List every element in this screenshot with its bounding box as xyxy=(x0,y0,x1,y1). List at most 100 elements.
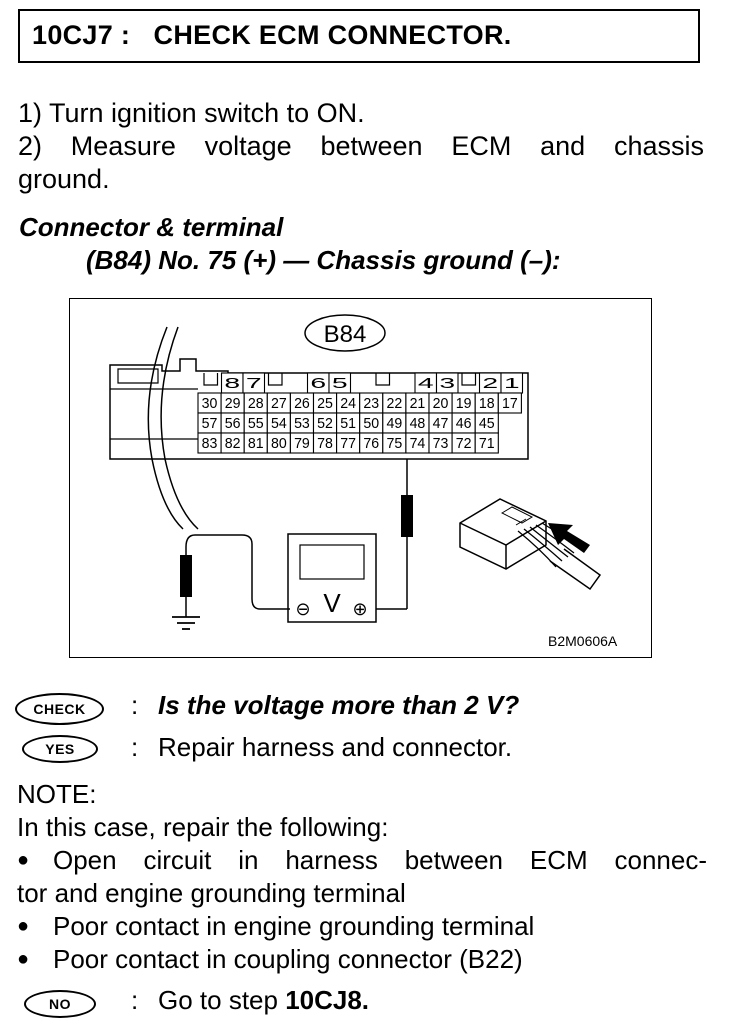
no-colon: : xyxy=(131,985,139,1015)
terminal-75-label: 75 xyxy=(386,435,402,452)
terminal-47-label: 47 xyxy=(433,415,449,432)
step-1: 1) Turn ignition switch to ON. xyxy=(18,98,365,128)
note-section: NOTE: In this case, repair the following… xyxy=(17,778,707,976)
yes-badge: YES xyxy=(22,735,98,763)
voltmeter-minus-terminal: ⊖ xyxy=(295,599,310,620)
terminal-45-label: 45 xyxy=(479,415,495,432)
terminal-17-label: 17 xyxy=(502,395,518,412)
insertion-arrow xyxy=(548,523,590,553)
terminal-52-label: 52 xyxy=(317,415,333,432)
note-bullet-1-line-2: tor and engine grounding terminal xyxy=(17,878,406,908)
connector-label-oval xyxy=(304,314,386,352)
step-2-line-2: ground. xyxy=(18,164,110,194)
terminal-2-label: 2 xyxy=(482,375,498,392)
terminal-26-label: 26 xyxy=(294,395,310,412)
voltmeter-plus-terminal: ⊕ xyxy=(352,599,367,620)
figure-id: B2M0606A xyxy=(548,633,618,649)
key-slot xyxy=(461,373,477,386)
break-line-2 xyxy=(160,326,199,530)
terminal-50-label: 50 xyxy=(363,415,379,432)
no-badge: NO xyxy=(24,990,96,1018)
step-2-line-1: 2) Measure voltage between ECM and chass… xyxy=(18,131,704,161)
terminal-55-label: 55 xyxy=(248,415,264,432)
step-title: 10CJ7 : CHECK ECM CONNECTOR. xyxy=(32,20,512,50)
terminal-17-cell xyxy=(497,392,522,414)
note-bullet-1: ● Open circuit in harness between ECM co… xyxy=(17,844,707,877)
terminal-74-label: 74 xyxy=(410,435,426,452)
terminal-57-label: 57 xyxy=(202,415,218,432)
check-question: Is the voltage more than 2 V? xyxy=(158,690,520,720)
key-slot xyxy=(267,373,283,386)
terminal-28-label: 28 xyxy=(248,395,264,412)
voltmeter-symbol: V xyxy=(323,588,341,618)
terminal-72-label: 72 xyxy=(456,435,472,452)
terminal-20-label: 20 xyxy=(433,395,449,412)
terminal-79-label: 79 xyxy=(294,435,310,452)
yes-answer: Repair harness and connector. xyxy=(158,732,513,762)
terminal-4-label: 4 xyxy=(418,375,434,392)
no-answer-step: 10CJ8. xyxy=(285,985,370,1015)
terminal-51-label: 51 xyxy=(340,415,356,432)
terminal-21-label: 21 xyxy=(410,395,426,412)
terminal-29-label: 29 xyxy=(225,395,241,412)
terminal-73-label: 73 xyxy=(433,435,449,452)
terminal-54-label: 54 xyxy=(271,415,287,432)
terminal-78-label: 78 xyxy=(317,435,333,452)
terminal-23-label: 23 xyxy=(363,395,379,412)
terminal-76-label: 76 xyxy=(363,435,379,452)
probe-positive xyxy=(401,495,413,537)
check-colon: : xyxy=(131,690,139,720)
key-slot xyxy=(375,373,391,386)
note-intro: In this case, repair the following: xyxy=(17,812,389,842)
connector-latch xyxy=(117,368,159,384)
connector-subheading: (B84) No. 75 (+) — Chassis ground (–): xyxy=(86,245,561,275)
connector-sketch xyxy=(459,498,602,591)
terminal-25-label: 25 xyxy=(317,395,333,412)
probe-negative xyxy=(180,555,192,597)
note-bullet-3-text: Poor contact in coupling connector (B22) xyxy=(53,944,523,974)
terminal-8-label: 8 xyxy=(224,375,240,392)
terminal-5-label: 5 xyxy=(332,375,348,392)
terminal-77-label: 77 xyxy=(340,435,356,452)
terminal-81-label: 81 xyxy=(248,435,264,452)
terminal-3-label: 3 xyxy=(439,375,455,392)
terminal-30-label: 30 xyxy=(202,395,218,412)
key-slot xyxy=(203,373,219,386)
terminal-48-label: 48 xyxy=(410,415,426,432)
note-label: NOTE: xyxy=(17,779,97,809)
check-badge: CHECK xyxy=(15,693,104,725)
terminal-27-label: 27 xyxy=(271,395,287,412)
terminal-22-label: 22 xyxy=(386,395,402,412)
no-answer-prefix: Go to step xyxy=(158,985,286,1015)
procedure-steps: 1) Turn ignition switch to ON. 2) Measur… xyxy=(18,97,704,196)
step-2: 2) Measure voltage between ECM and chass… xyxy=(18,130,704,196)
note-bullet-2: ● Poor contact in engine grounding termi… xyxy=(17,910,707,943)
note-bullet-1-line-1: Open circuit in harness between ECM conn… xyxy=(53,845,707,875)
bullet-glyph: ● xyxy=(17,849,30,871)
terminal-71-label: 71 xyxy=(479,435,495,452)
terminal-71-cell xyxy=(474,432,499,454)
terminal-82-label: 82 xyxy=(225,435,241,452)
bullet-glyph: ● xyxy=(17,948,30,970)
break-line-1 xyxy=(147,326,184,530)
step-title-box: 10CJ7 : CHECK ECM CONNECTOR. xyxy=(18,9,700,63)
terminal-56-label: 56 xyxy=(225,415,241,432)
connector-housing xyxy=(109,358,529,460)
terminal-6-label: 6 xyxy=(310,375,326,392)
voltmeter-display xyxy=(299,544,365,580)
note-bullet-2-text: Poor contact in engine grounding termina… xyxy=(53,911,535,941)
terminal-7-label: 7 xyxy=(246,375,262,392)
note-bullet-3: ● Poor contact in coupling connector (B2… xyxy=(17,943,707,976)
terminal-49-label: 49 xyxy=(386,415,402,432)
yes-colon: : xyxy=(131,732,139,762)
terminal-46-label: 46 xyxy=(456,415,472,432)
connector-heading: Connector & terminal xyxy=(19,212,284,242)
terminal-19-label: 19 xyxy=(456,395,472,412)
terminal-80-label: 80 xyxy=(271,435,287,452)
bullet-glyph: ● xyxy=(17,915,30,937)
terminal-18-label: 18 xyxy=(479,395,495,412)
terminal-24-label: 24 xyxy=(340,395,356,412)
terminal-83-label: 83 xyxy=(202,435,218,452)
